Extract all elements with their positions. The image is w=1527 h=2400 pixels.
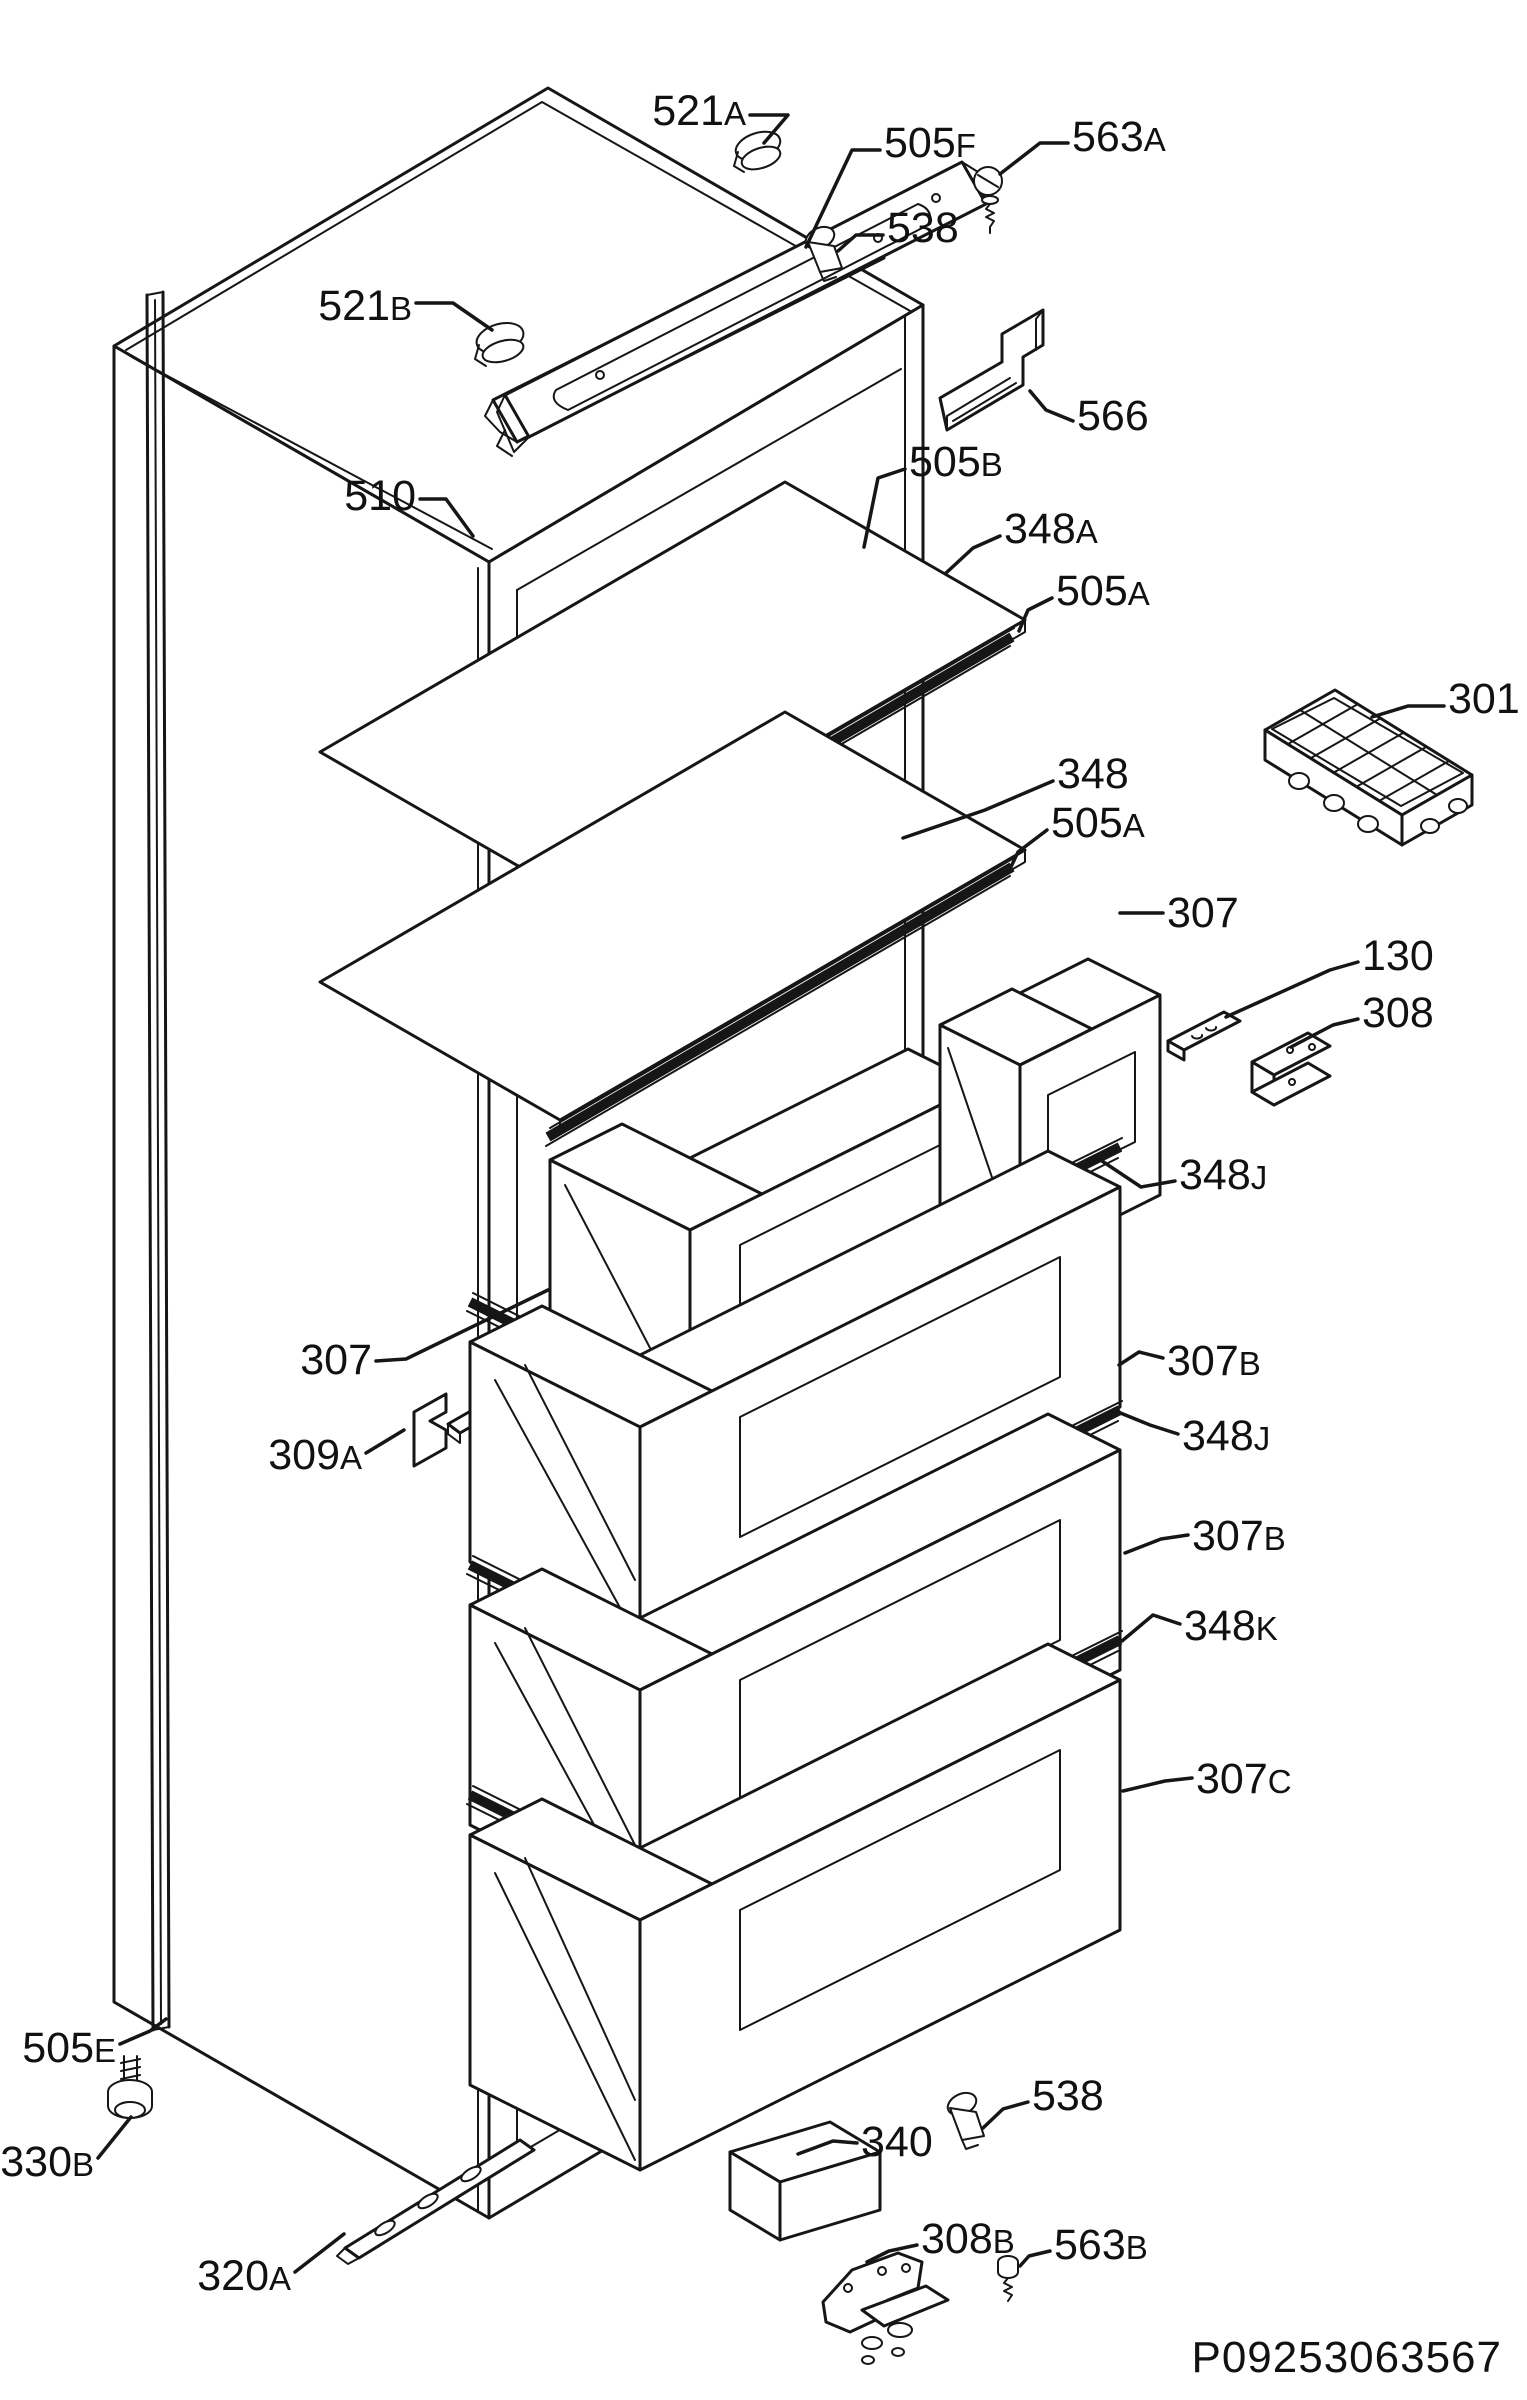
leader-348K	[1120, 1613, 1182, 1643]
part-label-307B-lower: 307B	[1192, 1512, 1286, 1560]
part-label-505F: 505F	[884, 119, 976, 167]
part-label-538-bottom: 538	[1032, 2072, 1104, 2120]
diagram-artwork	[107, 86, 1474, 2365]
door-seal-strip-505E	[145, 290, 171, 2032]
leader-307B-upper	[1117, 1350, 1165, 1367]
bracket-308	[1250, 1031, 1332, 1107]
leader-538-top	[836, 233, 885, 253]
part-label-348J-upper: 348J	[1179, 1151, 1267, 1199]
box-340	[728, 2120, 882, 2242]
part-label-505A-upper: 505A	[1056, 567, 1150, 615]
leader-348A	[944, 534, 1002, 575]
leader-505F	[804, 148, 882, 249]
part-label-505E: 505E	[22, 2024, 116, 2072]
part-label-307-upper: 307	[1167, 889, 1239, 937]
part-label-563B: 563B	[1054, 2221, 1148, 2269]
part-label-307C: 307C	[1196, 1755, 1292, 1803]
leader-505E	[118, 2017, 168, 2046]
foot-330B	[107, 2055, 153, 2119]
leader-307B-lower	[1123, 1533, 1190, 1555]
plate-130	[1166, 1010, 1242, 1062]
part-label-320A: 320A	[197, 2252, 291, 2300]
screw-563B	[997, 2255, 1019, 2302]
hinge-plate-308B	[821, 2251, 950, 2365]
part-label-566: 566	[1077, 392, 1149, 440]
leader-301	[1370, 704, 1446, 719]
leader-505A-upper	[1017, 596, 1054, 633]
part-label-330B: 330B	[0, 2138, 94, 2186]
clip-521A	[733, 130, 782, 173]
leader-320A	[293, 2232, 346, 2274]
part-label-307-left: 307	[300, 1336, 372, 1384]
part-label-348K: 348K	[1184, 1602, 1278, 1650]
screw-563A	[973, 166, 1003, 234]
part-label-563A: 563A	[1072, 113, 1166, 161]
leader-308B	[865, 2243, 919, 2264]
shelf-trim-505A-lower	[545, 857, 1015, 1147]
part-label-348: 348	[1057, 750, 1129, 798]
part-label-308B: 308B	[921, 2215, 1015, 2263]
part-label-505B: 505B	[909, 438, 1003, 486]
part-label-505A-lower: 505A	[1051, 799, 1145, 847]
part-label-307B-upper: 307B	[1167, 1337, 1261, 1385]
leader-348J-lower	[1116, 1410, 1180, 1436]
leader-563A	[998, 141, 1070, 176]
leader-538-bottom	[981, 2100, 1030, 2130]
part-label-308: 308	[1362, 989, 1434, 1037]
leader-130	[1224, 960, 1360, 1019]
part-label-521B: 521B	[318, 282, 412, 330]
leader-307-left	[374, 1288, 550, 1363]
plate-code: P09253063567	[1191, 2333, 1502, 2382]
leader-521A	[748, 113, 790, 145]
leader-505B	[862, 467, 907, 549]
drawer-307B-upper	[468, 1149, 1122, 1649]
leader-563B	[1018, 2249, 1052, 2268]
leader-330B	[96, 2115, 133, 2160]
clip-538-bottom	[946, 2091, 985, 2150]
ice-tray-301	[1263, 688, 1474, 847]
leader-510	[418, 497, 475, 538]
part-label-301: 301	[1448, 675, 1520, 723]
leader-521B	[414, 301, 494, 332]
leader-505A-lower	[1007, 828, 1049, 873]
part-label-348A: 348A	[1004, 505, 1098, 553]
leader-307C	[1121, 1776, 1194, 1793]
leader-566	[1028, 389, 1075, 423]
bracket-566	[938, 308, 1045, 432]
part-label-340: 340	[861, 2118, 933, 2166]
part-label-521A: 521A	[652, 87, 746, 135]
leader-348	[901, 779, 1055, 840]
leader-348J-upper	[1094, 1155, 1177, 1189]
part-label-510: 510	[344, 472, 416, 520]
part-label-348J-lower: 348J	[1182, 1412, 1270, 1460]
rail-320A	[336, 2138, 536, 2265]
leader-308	[1289, 1017, 1360, 1049]
part-label-130: 130	[1362, 932, 1434, 980]
leader-340	[796, 2139, 859, 2156]
leader-309A	[364, 1428, 406, 1455]
drawer-307C	[468, 1642, 1122, 2172]
part-label-538-top: 538	[887, 204, 959, 252]
clip-521B	[474, 322, 525, 367]
part-label-309A: 309A	[268, 1431, 362, 1479]
